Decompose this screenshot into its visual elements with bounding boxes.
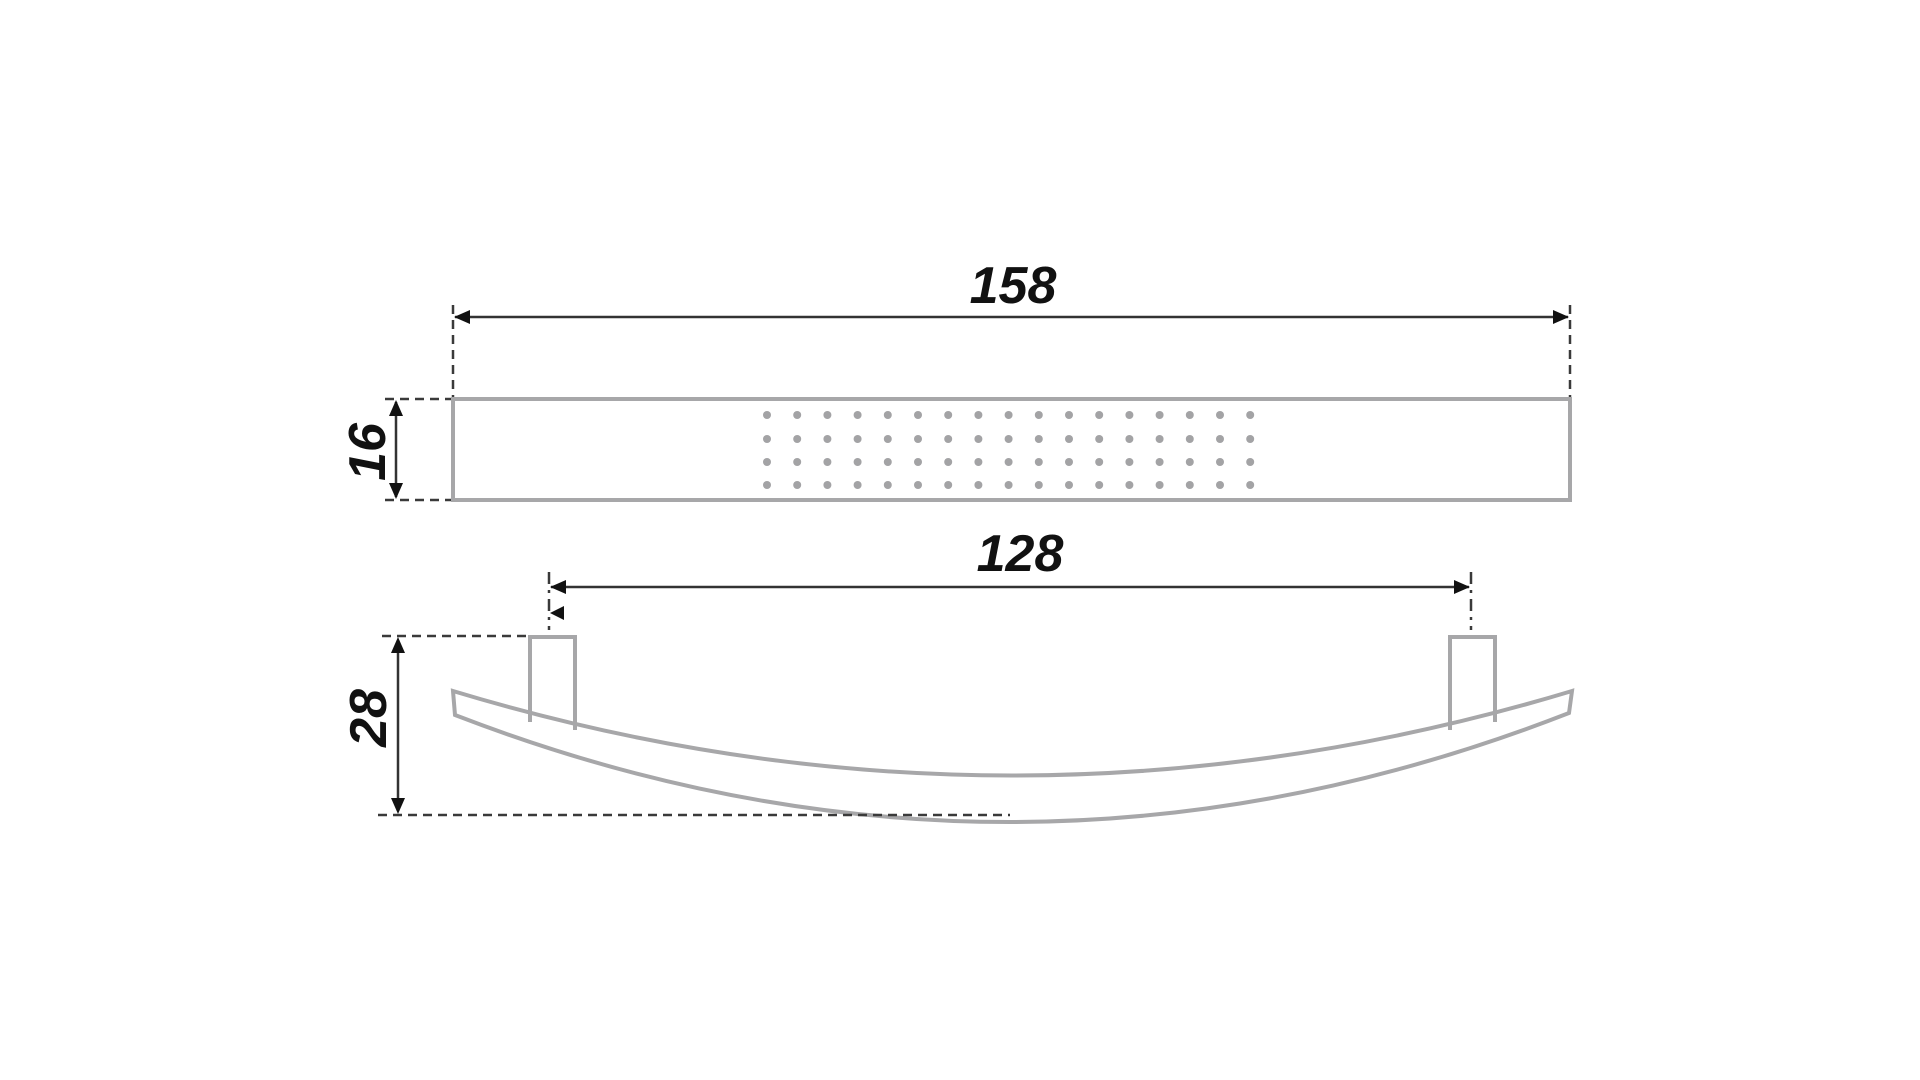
dot-pattern [763, 411, 1255, 489]
arrowhead-left-icon [550, 580, 566, 594]
side-view: 128 28 [340, 525, 1575, 824]
dot [974, 481, 983, 489]
dot [1095, 458, 1104, 466]
dot [883, 411, 892, 419]
dot [763, 481, 771, 489]
dot [974, 411, 983, 419]
dot [853, 458, 862, 466]
dot [1095, 435, 1104, 443]
dot [914, 411, 922, 419]
dot [1125, 481, 1134, 489]
dot [1004, 435, 1013, 443]
dot [883, 458, 892, 466]
dot [1185, 458, 1194, 466]
dot [1216, 411, 1224, 419]
dot [1125, 411, 1134, 419]
dot [793, 435, 802, 443]
dot [974, 435, 983, 443]
dot [1034, 411, 1043, 419]
handle-curved-bar [450, 688, 1575, 824]
dot [793, 458, 802, 466]
arrowhead-up-icon [391, 637, 405, 653]
dot [1185, 435, 1194, 443]
dot [1185, 481, 1194, 489]
dot [1004, 481, 1013, 489]
dot [1034, 481, 1043, 489]
dot [974, 458, 983, 466]
dot [1095, 411, 1104, 419]
dot [1246, 481, 1255, 489]
dot [1246, 435, 1255, 443]
dot [793, 481, 802, 489]
dot [883, 481, 892, 489]
arrowhead-down-icon [391, 798, 405, 814]
dot [914, 458, 922, 466]
dot [853, 435, 862, 443]
dot [1065, 458, 1073, 466]
top-view: 158 16 [339, 257, 1572, 502]
dot [793, 411, 802, 419]
dot [763, 458, 771, 466]
dimension-label-16: 16 [339, 422, 397, 481]
dimension-label-28: 28 [340, 689, 398, 748]
handle-top-outline [451, 397, 1572, 502]
dot [1004, 458, 1013, 466]
dot [1004, 411, 1013, 419]
dot [883, 435, 892, 443]
dot [1216, 458, 1224, 466]
dot [1065, 481, 1073, 489]
dot [1155, 481, 1164, 489]
dot [1216, 435, 1224, 443]
arrowhead-down-icon [389, 483, 403, 499]
dot [944, 411, 953, 419]
dot [853, 411, 862, 419]
dot [823, 411, 832, 419]
dimension-label-128: 128 [977, 525, 1064, 583]
dot [944, 458, 953, 466]
arrowhead-small-icon [550, 606, 564, 620]
dot [1095, 481, 1104, 489]
dot [823, 458, 832, 466]
dot [1125, 458, 1134, 466]
dot [1065, 411, 1073, 419]
dot [914, 435, 922, 443]
dot [944, 481, 953, 489]
dot [823, 435, 832, 443]
dot [1155, 435, 1164, 443]
dot [1216, 481, 1224, 489]
dimension-label-158: 158 [970, 257, 1057, 315]
dot [853, 481, 862, 489]
arrowhead-right-icon [1553, 310, 1569, 324]
dot [1065, 435, 1073, 443]
dot [914, 481, 922, 489]
dot [1155, 458, 1164, 466]
dot [1246, 458, 1255, 466]
dot [1246, 411, 1255, 419]
mounting-post-right [1448, 635, 1497, 730]
dot [1155, 411, 1164, 419]
dot [763, 435, 771, 443]
dot [1125, 435, 1134, 443]
dot [1034, 458, 1043, 466]
arrowhead-right-icon [1454, 580, 1470, 594]
dot [944, 435, 953, 443]
dot [1034, 435, 1043, 443]
dot [763, 411, 771, 419]
arrowhead-left-icon [454, 310, 470, 324]
dot [823, 481, 832, 489]
arrowhead-up-icon [389, 400, 403, 416]
mounting-post-left [528, 635, 577, 730]
dot [1185, 411, 1194, 419]
